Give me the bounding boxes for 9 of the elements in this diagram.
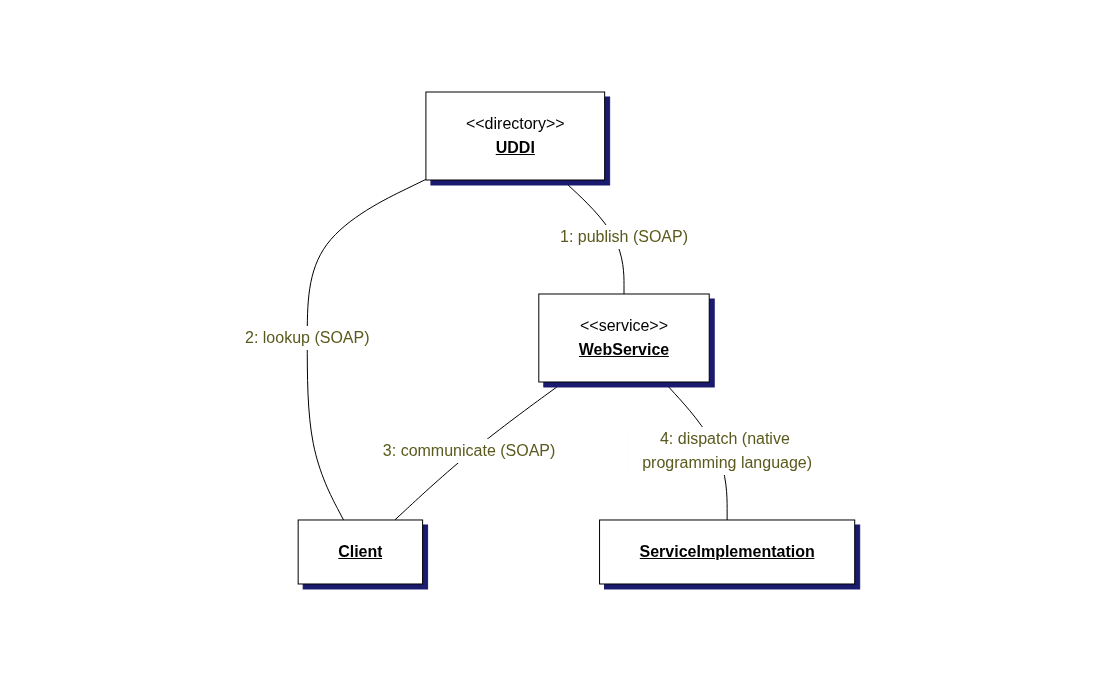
node-box: ServiceImplementation — [599, 519, 856, 584]
node-box: Client — [297, 519, 424, 584]
edge-label: 1: publish (SOAP) — [560, 227, 689, 245]
edge-label: 4: dispatch (native programming language) — [642, 429, 813, 471]
edge-label: 3: communicate (SOAP) — [383, 441, 556, 459]
connector — [306, 178, 427, 520]
node-box: <<service>> WebService — [538, 293, 710, 382]
edge-label: 2: lookup (SOAP) — [245, 328, 370, 346]
node-box: <<directory>> UDDI — [425, 91, 606, 180]
